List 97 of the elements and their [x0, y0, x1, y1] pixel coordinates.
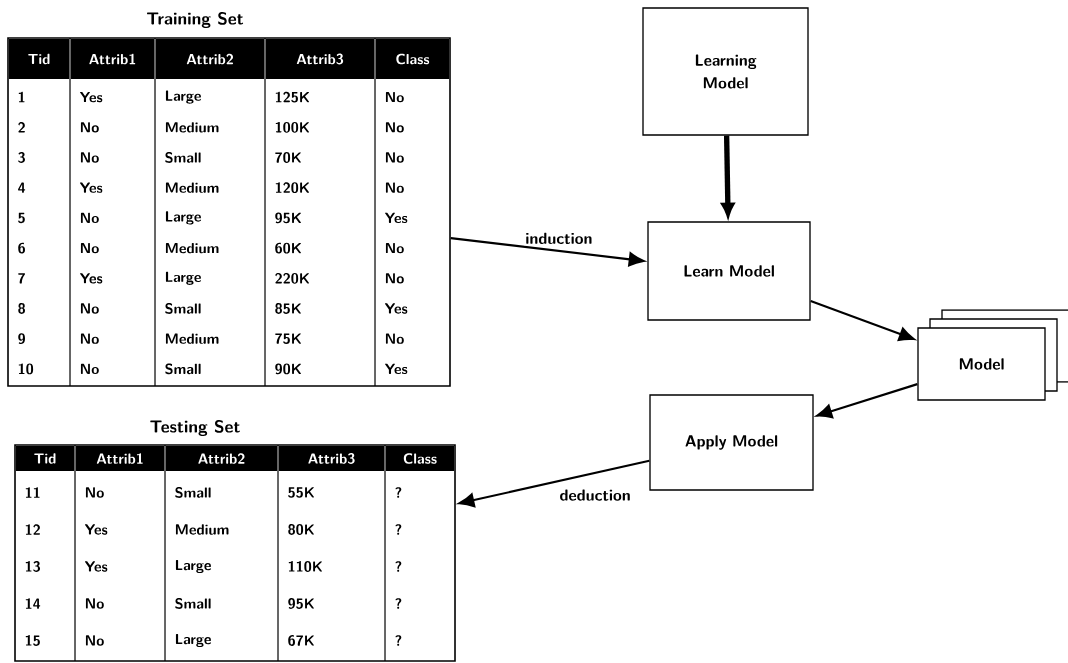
- table-cell: 110K: [288, 561, 323, 572]
- table-cell: No: [385, 273, 404, 284]
- table-cell: ?: [395, 524, 402, 535]
- arrow: [458, 459, 650, 508]
- process-box: Apply Model: [649, 394, 814, 491]
- table-cell: 95K: [275, 212, 301, 224]
- stacked-box: Model: [917, 309, 1068, 401]
- table-title: Training Set: [147, 12, 244, 28]
- table-cell: Medium: [165, 242, 219, 254]
- table-cell: Medium: [175, 524, 229, 535]
- table-cell: Small: [165, 152, 201, 163]
- table-cell: 90K: [275, 363, 301, 375]
- table-cell: No: [385, 91, 404, 103]
- table-cell: No: [80, 242, 99, 254]
- header-cell: Attrib3: [279, 446, 384, 471]
- table-cell: Large: [175, 633, 211, 648]
- header-cell: Tid: [16, 446, 74, 471]
- table-cell: Medium: [165, 182, 219, 193]
- table-cell: 1: [18, 91, 25, 103]
- arrow: [450, 237, 645, 267]
- table-cell: ?: [395, 635, 402, 646]
- table-cell: Medium: [165, 122, 219, 133]
- header-cell: Attrib1: [71, 39, 154, 79]
- table-cell: 67K: [288, 635, 314, 646]
- header-cell: Class: [386, 446, 454, 471]
- table-cell: 15: [25, 635, 40, 646]
- table-cell: 13: [25, 561, 41, 572]
- table-cell: No: [385, 182, 404, 193]
- header-cell: Attrib2: [156, 39, 264, 79]
- table-cell: Yes: [84, 524, 108, 535]
- table-cell: No: [85, 598, 104, 609]
- table-cell: 4: [18, 182, 26, 193]
- table-cell: No: [80, 212, 99, 224]
- table-cell: No: [385, 122, 404, 133]
- arrow: [810, 300, 915, 341]
- table-cell: No: [385, 242, 404, 254]
- table-cell: 11: [25, 487, 40, 498]
- table-cell: 220K: [275, 272, 310, 284]
- table-cell: Medium: [165, 333, 219, 344]
- edge-label: induction: [523, 231, 594, 246]
- table-cell: Yes: [79, 273, 103, 284]
- header-cell: Class: [376, 39, 449, 79]
- table-cell: 5: [18, 212, 25, 224]
- table-cell: No: [385, 333, 404, 344]
- table-cell: Large: [165, 90, 201, 104]
- table-cell: No: [80, 363, 99, 375]
- table-cell: Yes: [384, 363, 408, 375]
- header-cell: Attrib2: [166, 446, 277, 471]
- table-cell: 10: [18, 363, 34, 375]
- table-cell: No: [80, 152, 99, 163]
- arrow: [816, 383, 918, 419]
- table-cell: No: [85, 487, 104, 498]
- table-cell: Small: [175, 598, 211, 609]
- table-cell: No: [80, 303, 99, 314]
- table-cell: Yes: [79, 182, 103, 193]
- table-cell: Large: [165, 271, 201, 285]
- table-cell: 95K: [288, 598, 314, 609]
- table-cell: 14: [25, 598, 41, 609]
- table-cell: Yes: [84, 561, 108, 572]
- table-cell: Large: [175, 559, 211, 574]
- header-cell: Attrib3: [266, 39, 374, 79]
- table-cell: 2: [18, 122, 25, 133]
- table-cell: Small: [165, 303, 201, 314]
- table-cell: ?: [395, 598, 402, 609]
- table-cell: 125K: [275, 91, 310, 103]
- table-cell: 85K: [275, 303, 301, 314]
- table-cell: No: [385, 152, 404, 163]
- table-cell: 3: [18, 152, 25, 163]
- table-cell: 70K: [275, 152, 301, 163]
- table-cell: 12: [25, 524, 40, 535]
- table-cell: 120K: [275, 182, 310, 194]
- table-cell: Small: [165, 363, 201, 375]
- process-box: Learning Model: [642, 7, 809, 136]
- table-cell: 7: [18, 273, 25, 284]
- table-cell: No: [80, 333, 99, 344]
- table-cell: Yes: [79, 91, 103, 103]
- table-cell: Yes: [384, 303, 408, 314]
- table-cell: Small: [175, 487, 211, 498]
- table-cell: No: [85, 635, 104, 646]
- table-cell: ?: [395, 561, 402, 572]
- table-cell: Large: [165, 211, 201, 225]
- table-title: Testing Set: [150, 420, 240, 436]
- header-cell: Tid: [9, 39, 69, 79]
- table-cell: No: [80, 122, 99, 133]
- table-cell: 75K: [275, 333, 301, 344]
- table-cell: 8: [18, 303, 25, 314]
- table-cell: Yes: [384, 212, 408, 224]
- table-cell: 6: [18, 242, 25, 254]
- table-cell: ?: [395, 487, 402, 498]
- header-cell: Attrib1: [76, 446, 164, 471]
- table-cell: 60K: [275, 242, 301, 254]
- table-cell: 55K: [288, 487, 314, 498]
- table-cell: 80K: [288, 524, 314, 535]
- table-cell: 100K: [275, 121, 310, 133]
- table-cell: 9: [18, 333, 25, 345]
- process-box: Learn Model: [647, 221, 811, 321]
- edge-label: deduction: [558, 488, 633, 502]
